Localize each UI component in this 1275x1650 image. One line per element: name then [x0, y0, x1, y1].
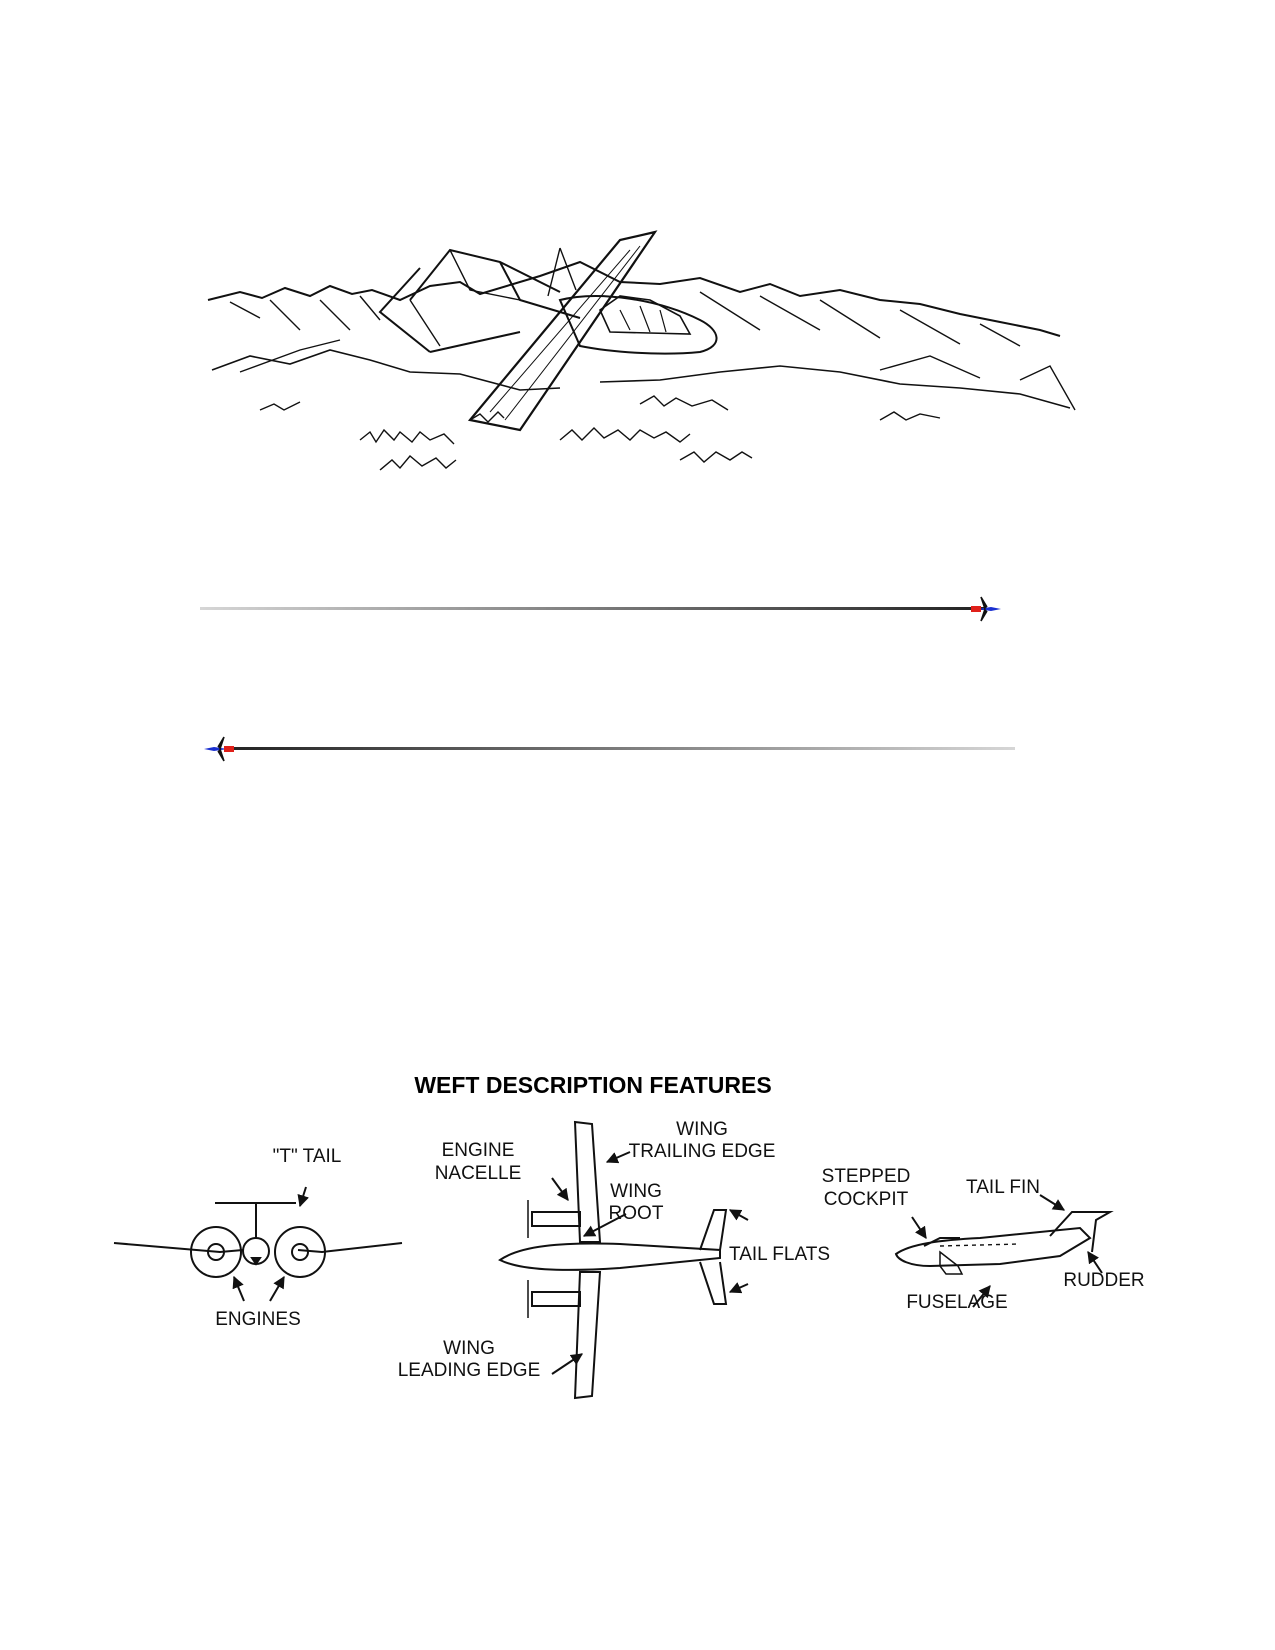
- side-cockpit: [923, 1237, 960, 1247]
- jet-rule-right: [200, 596, 1001, 622]
- nacelle-lower: [531, 1291, 581, 1307]
- foothills: [211, 349, 1071, 409]
- plane-fuselage: [558, 295, 718, 355]
- label-wing-leading-1: WING: [443, 1338, 495, 1359]
- mountain-ridge: [207, 260, 1061, 337]
- brush-ground: [259, 395, 941, 471]
- plane-canopy: [598, 295, 692, 335]
- top-wing-upper: [573, 1120, 602, 1243]
- label-engine-nacelle-2: NACELLE: [435, 1163, 522, 1184]
- rule-line: [225, 747, 1015, 750]
- side-arrows: [911, 1194, 1103, 1308]
- crashed-plane-illustration: [207, 230, 1076, 471]
- label-engine-nacelle-1: ENGINE: [442, 1140, 515, 1161]
- top-fuselage: [498, 1242, 721, 1271]
- jet-icon: [204, 736, 234, 762]
- front-wings: [113, 1242, 403, 1254]
- label-stepped-cockpit-1: STEPPED: [822, 1166, 911, 1187]
- label-tail-fin: TAIL FIN: [966, 1177, 1040, 1198]
- mountain-ridge-hatch: [229, 291, 1021, 347]
- nacelle-upper: [531, 1211, 581, 1227]
- side-view: [894, 1211, 1114, 1275]
- label-wing-trailing-2: TRAILING EDGE: [629, 1141, 776, 1162]
- label-wing-root-1: WING: [610, 1181, 662, 1202]
- label-engines: ENGINES: [215, 1309, 301, 1330]
- side-tail-fin: [1049, 1211, 1114, 1253]
- label-tail-flats: TAIL FLATS: [729, 1244, 830, 1265]
- plane-tail-booms: [378, 248, 581, 353]
- front-view: [113, 1202, 403, 1278]
- label-wing-trailing-1: WING: [676, 1119, 728, 1140]
- label-wing-root-2: ROOT: [609, 1203, 664, 1224]
- label-stepped-cockpit-2: COCKPIT: [824, 1189, 909, 1210]
- propeller: [547, 247, 577, 297]
- label-wing-leading-2: LEADING EDGE: [398, 1360, 541, 1381]
- engine-right: [274, 1226, 326, 1278]
- side-fuselage: [894, 1226, 1092, 1268]
- top-view: [498, 1120, 728, 1400]
- top-wing-lower: [573, 1271, 602, 1400]
- engine-left: [190, 1226, 242, 1278]
- top-tail-lower: [699, 1261, 728, 1305]
- label-t-tail: "T" TAIL: [273, 1146, 342, 1167]
- plane-wing: [467, 230, 658, 432]
- top-arrows: [551, 1151, 749, 1375]
- jet-icon: [971, 596, 1001, 622]
- jet-rule-left: [204, 736, 1015, 762]
- label-rudder: RUDDER: [1063, 1270, 1144, 1291]
- rule-line: [200, 607, 985, 610]
- top-tail-upper: [699, 1209, 728, 1251]
- label-fuselage: FUSELAGE: [906, 1292, 1007, 1313]
- diagram-title: WEFT DESCRIPTION FEATURES: [414, 1072, 771, 1098]
- front-arrows: [232, 1186, 309, 1302]
- weft-diagram: WEFT DESCRIPTION FEATURES "T" TAIL ENGIN…: [113, 1072, 1145, 1400]
